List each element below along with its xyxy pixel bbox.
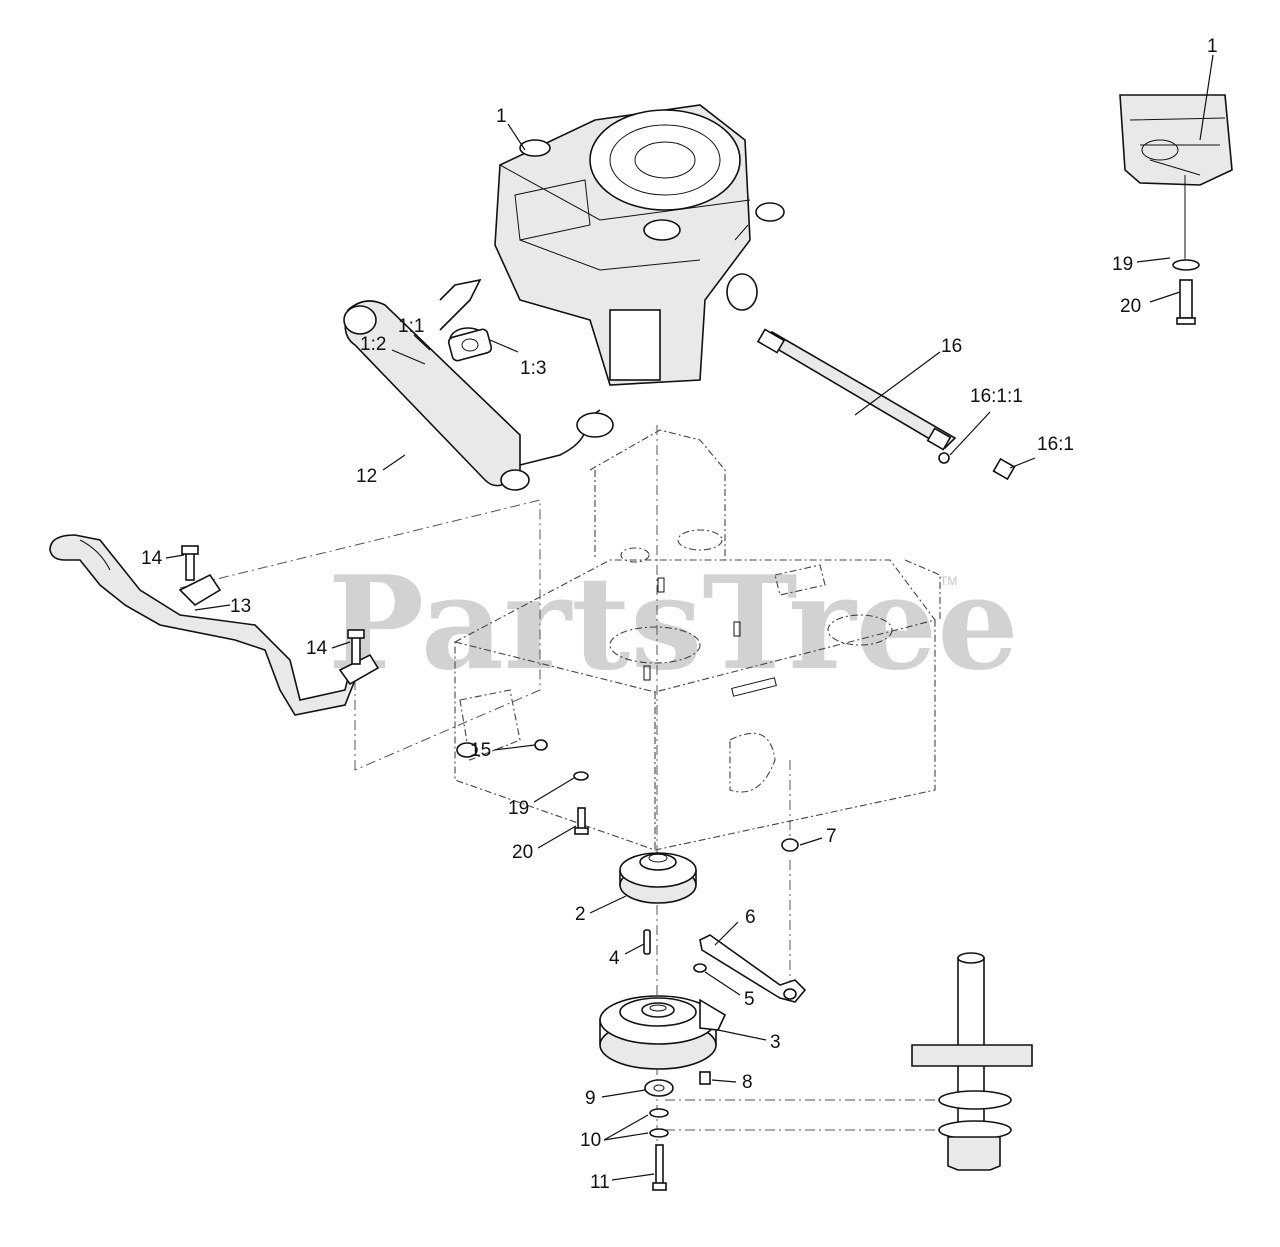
callout-16-1: 16:1 — [1037, 434, 1074, 455]
callout-1: 1 — [496, 106, 507, 127]
callout-20: 20 — [512, 842, 533, 863]
washer-5 — [693, 963, 707, 973]
pulley — [619, 852, 697, 904]
callout-labels: 1 1:1 1:2 1:3 2 3 4 5 6 7 8 9 10 11 12 1… — [141, 36, 1218, 1193]
bolt-20 — [574, 807, 589, 835]
leader-lines — [165, 54, 1214, 1181]
bolt-14-lower — [347, 629, 365, 665]
detail-bolt-stack — [911, 952, 1033, 1171]
watermark-text: PartsTree — [328, 549, 1019, 699]
handle-bar — [49, 534, 356, 716]
nut-15 — [534, 739, 548, 751]
callout-20-inset: 20 — [1120, 296, 1141, 317]
chassis-frame — [454, 429, 941, 851]
muffler — [343, 278, 614, 491]
callout-15: 15 — [470, 740, 491, 761]
callout-14-lower: 14 — [306, 638, 328, 659]
washer-19 — [573, 771, 589, 781]
clutch-stop-arm — [699, 934, 807, 1003]
callout-4: 4 — [609, 948, 620, 969]
callout-14-upper: 14 — [141, 548, 163, 569]
engine — [494, 104, 785, 386]
callout-19-inset: 19 — [1112, 254, 1133, 275]
watermark: PartsTree TM — [328, 549, 1019, 699]
callout-2: 2 — [575, 904, 586, 925]
callout-1-inset: 1 — [1207, 36, 1218, 57]
callout-16: 16 — [941, 336, 962, 357]
bolt-11 — [652, 1144, 667, 1191]
callout-16-1-1: 16:1:1 — [970, 386, 1023, 407]
callout-9: 9 — [585, 1088, 596, 1109]
callout-1-3: 1:3 — [520, 358, 546, 379]
callout-1-1: 1:1 — [398, 316, 424, 337]
callout-13: 13 — [230, 596, 251, 617]
washer-10-lower — [649, 1128, 669, 1138]
washer-10-upper — [649, 1108, 669, 1118]
callout-1-2: 1:2 — [360, 334, 386, 355]
watermark-trademark: TM — [940, 574, 957, 588]
callout-8: 8 — [742, 1072, 753, 1093]
bolt-8 — [699, 1071, 711, 1085]
spacer-9 — [644, 1079, 674, 1097]
exhaust-gasket — [447, 328, 493, 362]
callout-19: 19 — [508, 798, 529, 819]
callout-6: 6 — [745, 907, 756, 928]
callout-7: 7 — [826, 826, 837, 847]
inset-engine-drain — [1119, 94, 1233, 325]
drain-tube — [756, 328, 957, 451]
callout-11: 11 — [590, 1172, 610, 1193]
pto-clutch — [599, 995, 727, 1070]
bolt-14-upper — [181, 545, 199, 581]
key — [643, 929, 651, 955]
callout-12: 12 — [356, 466, 377, 487]
callout-10: 10 — [580, 1130, 601, 1151]
nut-7 — [781, 838, 799, 852]
handle-bracket-upper — [178, 573, 222, 607]
callout-5: 5 — [744, 989, 755, 1010]
drain-cap — [938, 452, 1016, 481]
callout-3: 3 — [770, 1032, 781, 1053]
